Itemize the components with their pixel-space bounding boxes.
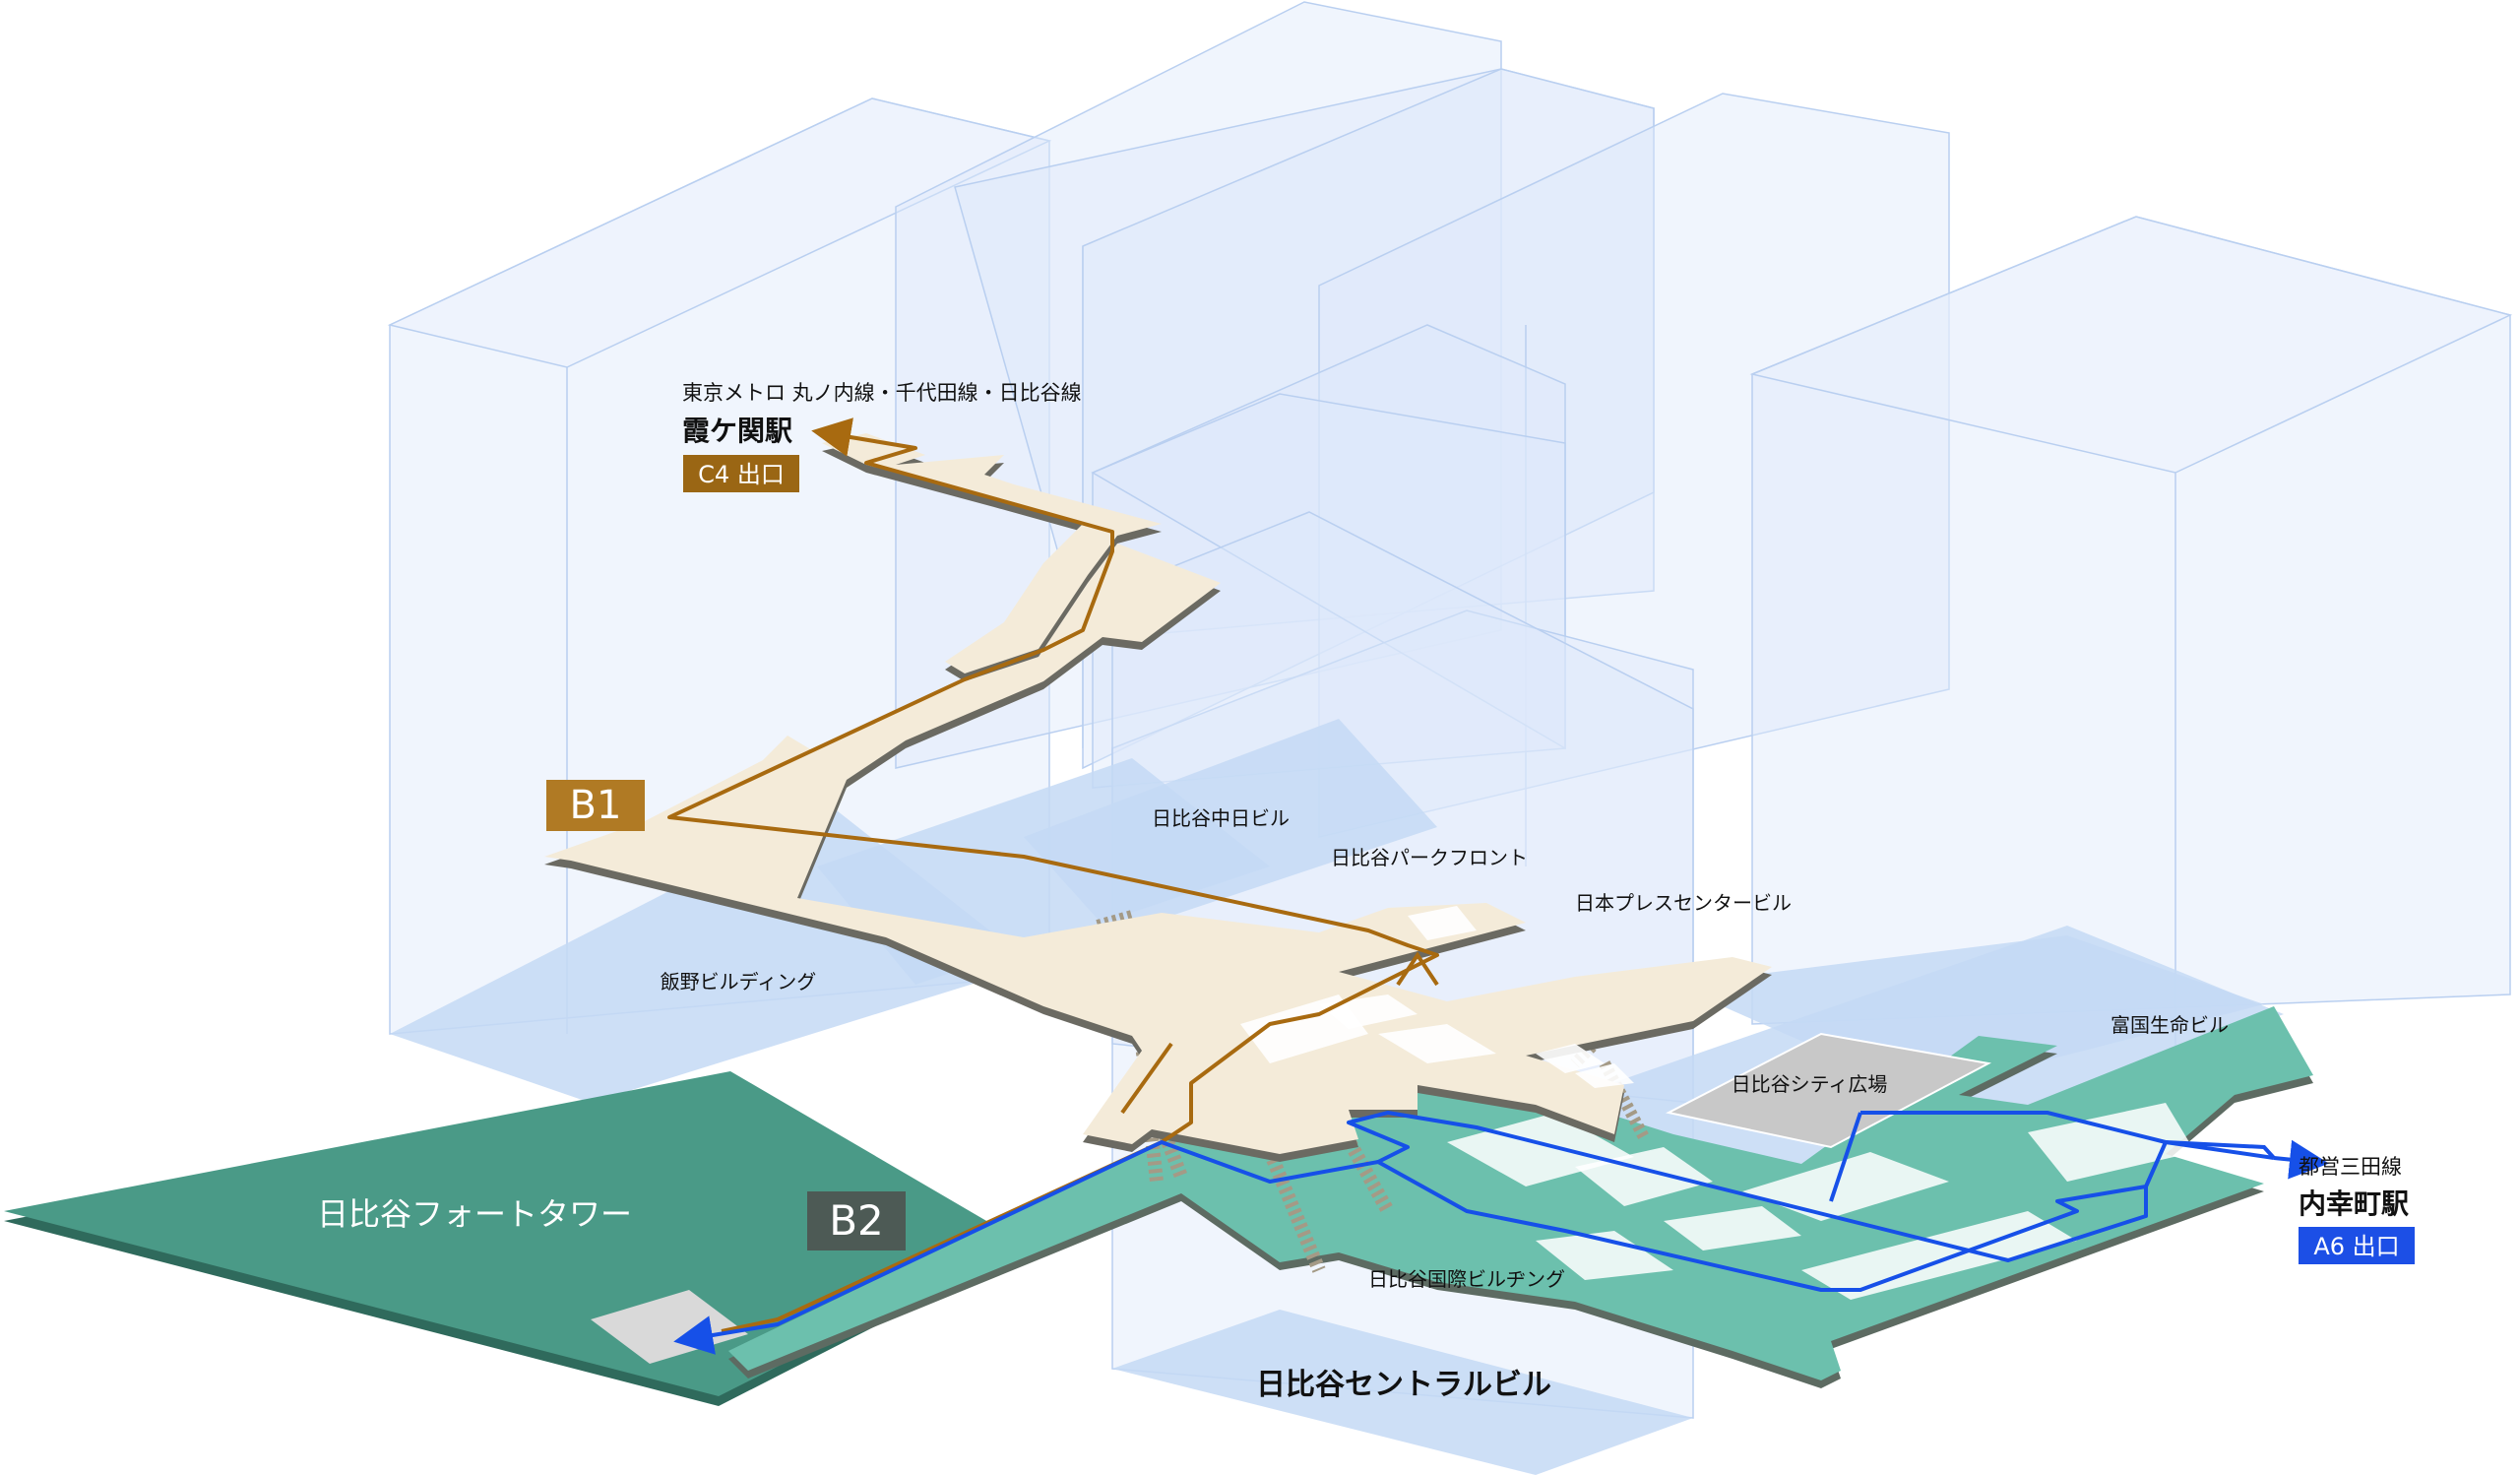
- b2-level-label: B2: [829, 1196, 884, 1245]
- kasumigaseki-name: 霞ケ関駅: [682, 415, 792, 447]
- uchisaiwaicho-line: 都営三田線: [2299, 1155, 2402, 1179]
- iino-building-label: 飯野ビルディング: [661, 970, 817, 994]
- kasumigaseki-station: 東京メトロ 丸ノ内線・千代田線・日比谷線 霞ケ関駅 C4 出口: [682, 381, 1082, 492]
- fukoku-building-label: 富国生命ビル: [2110, 1013, 2229, 1037]
- b1-concourse: [544, 433, 1772, 1162]
- chunichi-building-label: 日比谷中日ビル: [1152, 806, 1290, 830]
- press-center-building-label: 日本プレスセンタービル: [1575, 891, 1792, 915]
- route-b2: [1347, 1111, 2275, 1292]
- kasumigaseki-line: 東京メトロ 丸ノ内線・千代田線・日比谷線: [682, 381, 1082, 405]
- city-plaza-label: 日比谷シティ広場: [1732, 1072, 1888, 1096]
- parkfront-building-label: 日比谷パークフロント: [1331, 846, 1528, 869]
- a6-exit-label: A6 出口: [2313, 1233, 2399, 1260]
- iino-building-roof: [387, 97, 1052, 368]
- b2-level-badge: B2: [807, 1191, 906, 1251]
- parkfront-building-box: [1082, 68, 1655, 770]
- b1-level-badge: B1: [546, 780, 645, 831]
- b1-level-label: B1: [570, 783, 622, 828]
- uchisaiwaicho-station: 都営三田線 内幸町駅 A6 出口: [2299, 1155, 2415, 1264]
- central-building-label: 日比谷セントラルビル: [1256, 1368, 1551, 1402]
- route-b1: [667, 417, 1439, 1333]
- a6-exit-badge: [2299, 1227, 2415, 1264]
- fort-tower-label: 日比谷フォートタワー: [317, 1195, 632, 1233]
- kokusai-building-label: 日比谷国際ビルヂング: [1368, 1267, 1565, 1291]
- uchisaiwaicho-name: 内幸町駅: [2299, 1187, 2409, 1220]
- c4-exit-label: C4 出口: [698, 461, 785, 488]
- c4-exit-badge: [683, 455, 799, 492]
- city-plaza: [1666, 1032, 1992, 1149]
